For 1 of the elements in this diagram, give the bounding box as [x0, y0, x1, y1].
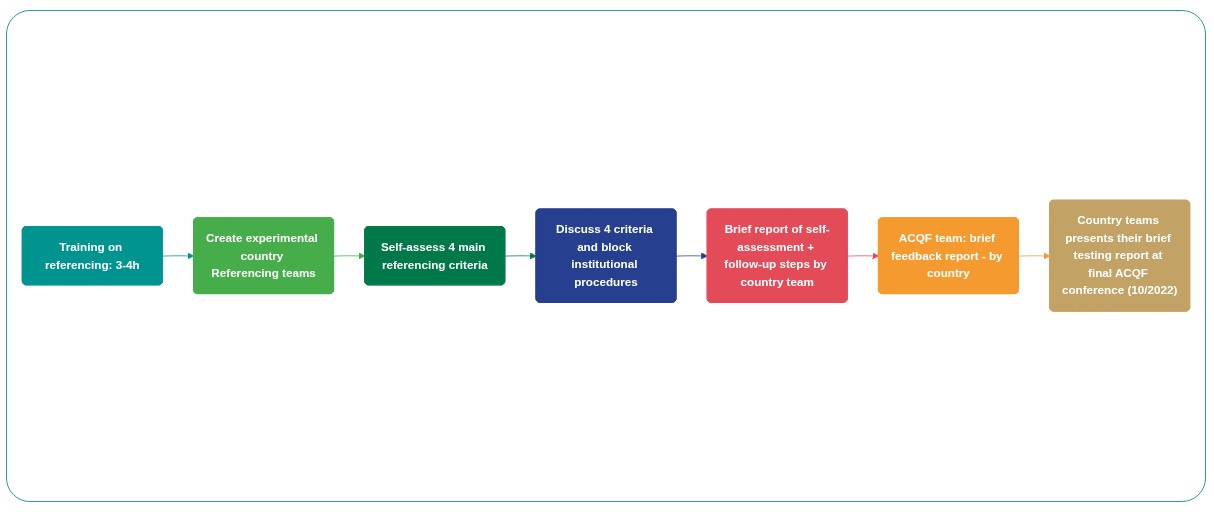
frame-border: Training on referencing: 3-4h Create experimental country Referencing teams Self-assess 4 main referencing criteria Discuss 4 criteria and block institutional procedures Brief report of self-assessment + follow-up steps by country team ACQF team: brief feedback report - by country Country teams presents their brief testing report at final ACQF conference (10/2022): [6, 10, 1206, 502]
